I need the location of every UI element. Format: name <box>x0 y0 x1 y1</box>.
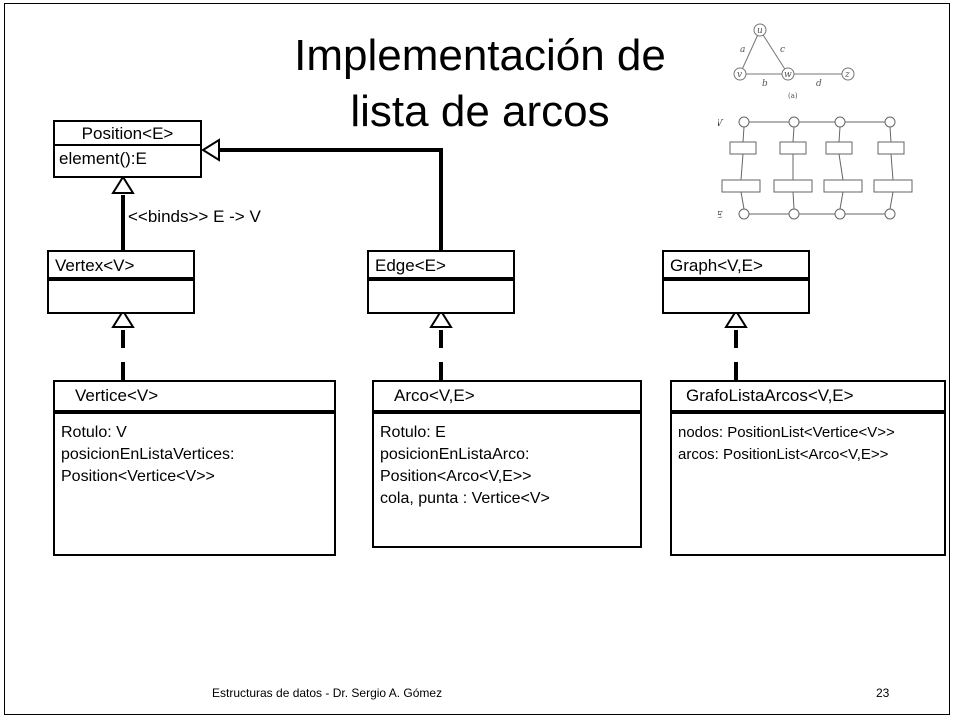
fig-edge-a: a <box>740 45 745 55</box>
arco-edge-arrowhead <box>429 309 453 328</box>
vertex-interface-box: Vertex<V> <box>47 250 195 314</box>
fig-edge-c: c <box>780 45 785 55</box>
footer-text: Estructuras de datos - Dr. Sergio A. Góm… <box>212 686 443 700</box>
arco-class-name: Arco<V,E> <box>374 382 640 414</box>
structure-drawing <box>721 116 913 220</box>
graph-drawing <box>733 23 855 81</box>
fig-edge-d: d <box>816 79 822 89</box>
vertice-attr-position-type: Position<Vertice<V>> <box>61 468 215 485</box>
vertex-interface-name: Vertex<V> <box>49 252 193 281</box>
graph-interface-name: Graph<V,E> <box>664 252 808 281</box>
position-class-name: Position<E> <box>55 122 200 146</box>
arco-attr-cola-punta: cola, punta : Vertice<V> <box>380 490 550 507</box>
vertice-vertex-arrowhead <box>111 309 135 328</box>
grafo-attr-arcos: arcos: PositionList<Arco<V,E>> <box>678 446 889 463</box>
fig-vertex-v: v <box>737 70 742 80</box>
graph-interface-box: Graph<V,E> <box>662 250 810 314</box>
slide-title: Implementación de lista de arcos <box>240 28 720 140</box>
vertice-attr-rotulo: Rotulo: V <box>61 424 127 441</box>
grafo-class-name: GrafoListaArcos<V,E> <box>672 382 944 414</box>
vertex-position-arrowhead <box>111 175 135 194</box>
arco-attr-position-type: Position<Arco<V,E>> <box>380 468 532 485</box>
edge-position-arrowhead <box>201 138 220 162</box>
fig-row-e-label: E <box>718 211 723 221</box>
title-line-1: Implementación de <box>294 31 666 80</box>
edge-list-figure: u v w z a b c d (a) <box>718 23 913 221</box>
grafo-attr-nodos: nodos: PositionList<Vertice<V>> <box>678 424 895 441</box>
fig-vertex-w: w <box>784 70 792 80</box>
binds-label: <<binds>> E -> V <box>128 207 261 226</box>
fig-caption-a: (a) <box>788 92 798 100</box>
grafo-graph-arrowhead <box>724 309 748 328</box>
vertice-attributes: Rotulo: V posicionEnListaVertices: Posit… <box>55 414 334 490</box>
edge-interface-name: Edge<E> <box>369 252 513 281</box>
fig-row-v-label: V <box>718 119 724 129</box>
slide-frame <box>4 3 950 715</box>
fig-vertex-z: z <box>844 70 850 80</box>
grafo-class-box: GrafoListaArcos<V,E> nodos: PositionList… <box>670 380 946 556</box>
edge-interface-box: Edge<E> <box>367 250 515 314</box>
vertice-class-name: Vertice<V> <box>55 382 334 414</box>
arco-attributes: Rotulo: E posicionEnListaArco: Position<… <box>374 414 640 512</box>
fig-vertex-u: u <box>757 26 763 36</box>
vertice-class-box: Vertice<V> Rotulo: V posicionEnListaVert… <box>53 380 336 556</box>
fig-edge-b: b <box>762 79 768 89</box>
position-class-box: Position<E> element():E <box>53 120 202 178</box>
edge-to-position-line <box>219 148 443 250</box>
arco-attr-posicion: posicionEnListaArco: <box>380 446 530 463</box>
grafo-attributes: nodos: PositionList<Vertice<V>> arcos: P… <box>672 414 944 468</box>
position-method: element():E <box>59 149 147 168</box>
page-number: 23 <box>876 686 890 700</box>
title-line-2: lista de arcos <box>350 87 610 136</box>
vertice-attr-posicion: posicionEnListaVertices: <box>61 446 235 463</box>
arco-class-box: Arco<V,E> Rotulo: E posicionEnListaArco:… <box>372 380 642 548</box>
arco-attr-rotulo: Rotulo: E <box>380 424 446 441</box>
